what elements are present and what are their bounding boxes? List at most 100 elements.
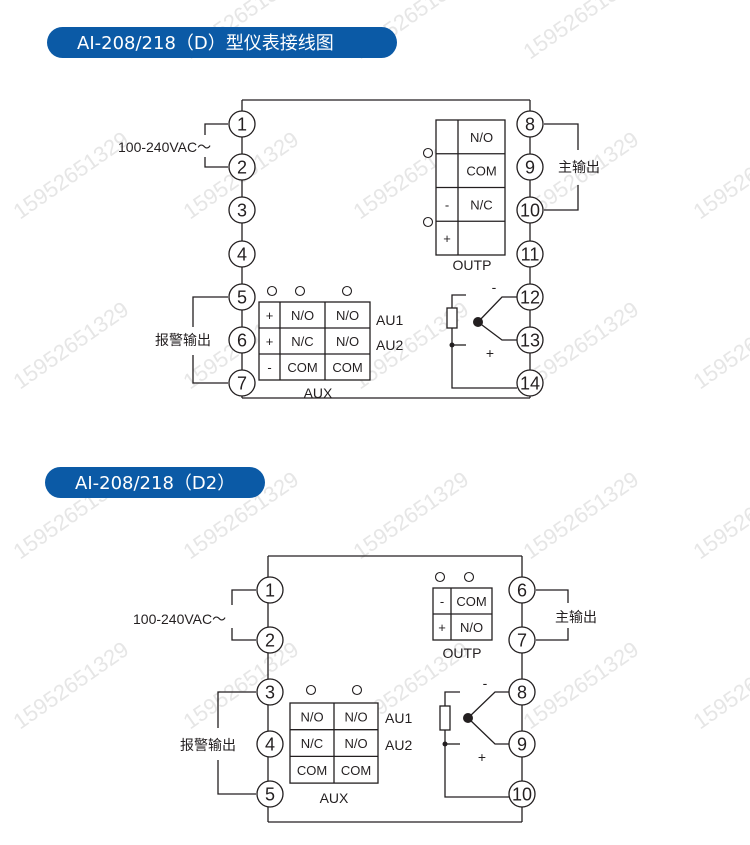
aux-table-cell: COM bbox=[332, 360, 362, 375]
terminal: 8 bbox=[525, 115, 535, 135]
aux-table-cell: N/O bbox=[336, 334, 359, 349]
terminal-ring bbox=[228, 110, 256, 138]
terminal-ring bbox=[256, 576, 284, 604]
terminal: 9 bbox=[517, 735, 527, 755]
aux-table-cell: N/O bbox=[291, 308, 314, 323]
terminal-ring bbox=[508, 730, 536, 758]
alarm-bracket bbox=[192, 355, 228, 384]
terminal: 1 bbox=[265, 581, 275, 601]
watermark-text: 15952651329 bbox=[689, 296, 750, 394]
sensor-wire bbox=[444, 691, 460, 706]
contact-indicator-icon bbox=[351, 684, 363, 696]
junction-dot bbox=[442, 741, 448, 747]
outp-label: OUTP bbox=[443, 645, 482, 661]
terminal-ring bbox=[256, 730, 284, 758]
terminal: 10 bbox=[512, 785, 532, 805]
watermark-text: 15952651329 bbox=[689, 466, 750, 564]
sensor-plus: + bbox=[486, 345, 494, 361]
terminal: 2 bbox=[265, 631, 275, 651]
contact-indicator-icon bbox=[266, 285, 278, 297]
watermark-text: 15952651329 bbox=[689, 636, 750, 734]
terminal: 6 bbox=[517, 581, 527, 601]
diagram1-title: AI-208/218（D）型仪表接线图 bbox=[77, 33, 334, 54]
sensor-plus: + bbox=[478, 749, 486, 765]
contact-indicator-icon bbox=[294, 285, 306, 297]
terminal-ring bbox=[508, 678, 536, 706]
diagram2-title-background bbox=[45, 467, 265, 498]
outp-table-cell: + bbox=[443, 231, 451, 246]
alarm-output-label: 报警输出 bbox=[155, 332, 211, 348]
outp-table-cell: N/C bbox=[470, 197, 492, 212]
terminal-ring bbox=[508, 626, 536, 654]
power-bracket bbox=[231, 589, 256, 605]
terminal-ring bbox=[228, 240, 256, 268]
terminal-ring bbox=[516, 110, 544, 138]
terminal: 14 bbox=[520, 374, 540, 394]
watermark-text: 15952651329 bbox=[519, 466, 644, 564]
terminal-ring bbox=[516, 326, 544, 354]
terminal: 5 bbox=[265, 785, 275, 805]
power-label: 100-240VAC～ bbox=[118, 139, 211, 155]
main-output-bracket bbox=[536, 589, 569, 603]
outp-table-cell: - bbox=[440, 594, 444, 609]
terminal-ring bbox=[516, 196, 544, 224]
terminal: 10 bbox=[520, 201, 540, 221]
watermark-text: 15952651329 bbox=[519, 0, 644, 64]
thermocouple-wire bbox=[467, 717, 509, 745]
sensor-wire bbox=[451, 328, 517, 389]
au2-label: AU2 bbox=[385, 737, 412, 753]
sensor-minus: - bbox=[492, 279, 497, 295]
terminal-ring bbox=[228, 153, 256, 181]
watermark-text: 15952651329 bbox=[349, 466, 474, 564]
main-output-label: 主输出 bbox=[555, 609, 597, 625]
terminal: 11 bbox=[521, 245, 540, 265]
aux-table-cell: + bbox=[266, 308, 274, 323]
main-output-bracket bbox=[536, 628, 569, 641]
aux-table-cell: N/O bbox=[344, 709, 367, 724]
terminal-ring bbox=[256, 626, 284, 654]
outp-table-cell: N/O bbox=[470, 130, 493, 145]
terminal: 12 bbox=[520, 288, 540, 308]
terminal: 7 bbox=[517, 631, 527, 651]
terminal: 5 bbox=[237, 288, 247, 308]
watermark-text: 15952651329 bbox=[179, 636, 304, 734]
sensor-wire bbox=[451, 294, 466, 308]
outp-table-cell: - bbox=[445, 197, 449, 212]
diagram1-title-background bbox=[47, 27, 397, 58]
terminal: 2 bbox=[237, 158, 247, 178]
contact-indicator-icon bbox=[341, 285, 353, 297]
terminal: 4 bbox=[237, 245, 247, 265]
outp-table-cell: COM bbox=[456, 594, 486, 609]
terminal: 1 bbox=[237, 115, 247, 135]
resistor-icon bbox=[446, 307, 458, 329]
main-output-bracket bbox=[544, 123, 579, 150]
terminal: 3 bbox=[265, 683, 275, 703]
aux-table-cell: N/O bbox=[344, 736, 367, 751]
terminal-ring bbox=[228, 283, 256, 311]
outp-label: OUTP bbox=[453, 257, 492, 273]
main-output-label: 主输出 bbox=[558, 159, 600, 175]
alarm-bracket bbox=[217, 760, 256, 795]
terminal-ring bbox=[508, 780, 536, 808]
aux-table-cell: COM bbox=[287, 360, 317, 375]
aux-table-cell: + bbox=[266, 334, 274, 349]
watermark-text: 15952651329 bbox=[519, 636, 644, 734]
terminal-ring bbox=[256, 780, 284, 808]
aux-label: AUX bbox=[320, 790, 349, 806]
au1-label: AU1 bbox=[376, 312, 403, 328]
watermark-text: 15952651329 bbox=[9, 636, 134, 734]
terminal: 8 bbox=[517, 683, 527, 703]
diagram2-title: AI-208/218（D2） bbox=[75, 473, 235, 494]
contact-indicator-icon bbox=[422, 216, 434, 228]
power-bracket bbox=[231, 628, 256, 641]
terminal: 4 bbox=[265, 735, 275, 755]
contact-indicator-icon bbox=[305, 684, 317, 696]
alarm-output-label: 报警输出 bbox=[180, 737, 236, 753]
aux-table-cell: COM bbox=[297, 763, 327, 778]
aux-table-cell: COM bbox=[341, 763, 371, 778]
terminal: 6 bbox=[237, 331, 247, 351]
terminal-ring bbox=[256, 678, 284, 706]
outp-table-cell: + bbox=[438, 620, 446, 635]
terminal: 3 bbox=[237, 201, 247, 221]
thermocouple-wire bbox=[467, 691, 509, 719]
